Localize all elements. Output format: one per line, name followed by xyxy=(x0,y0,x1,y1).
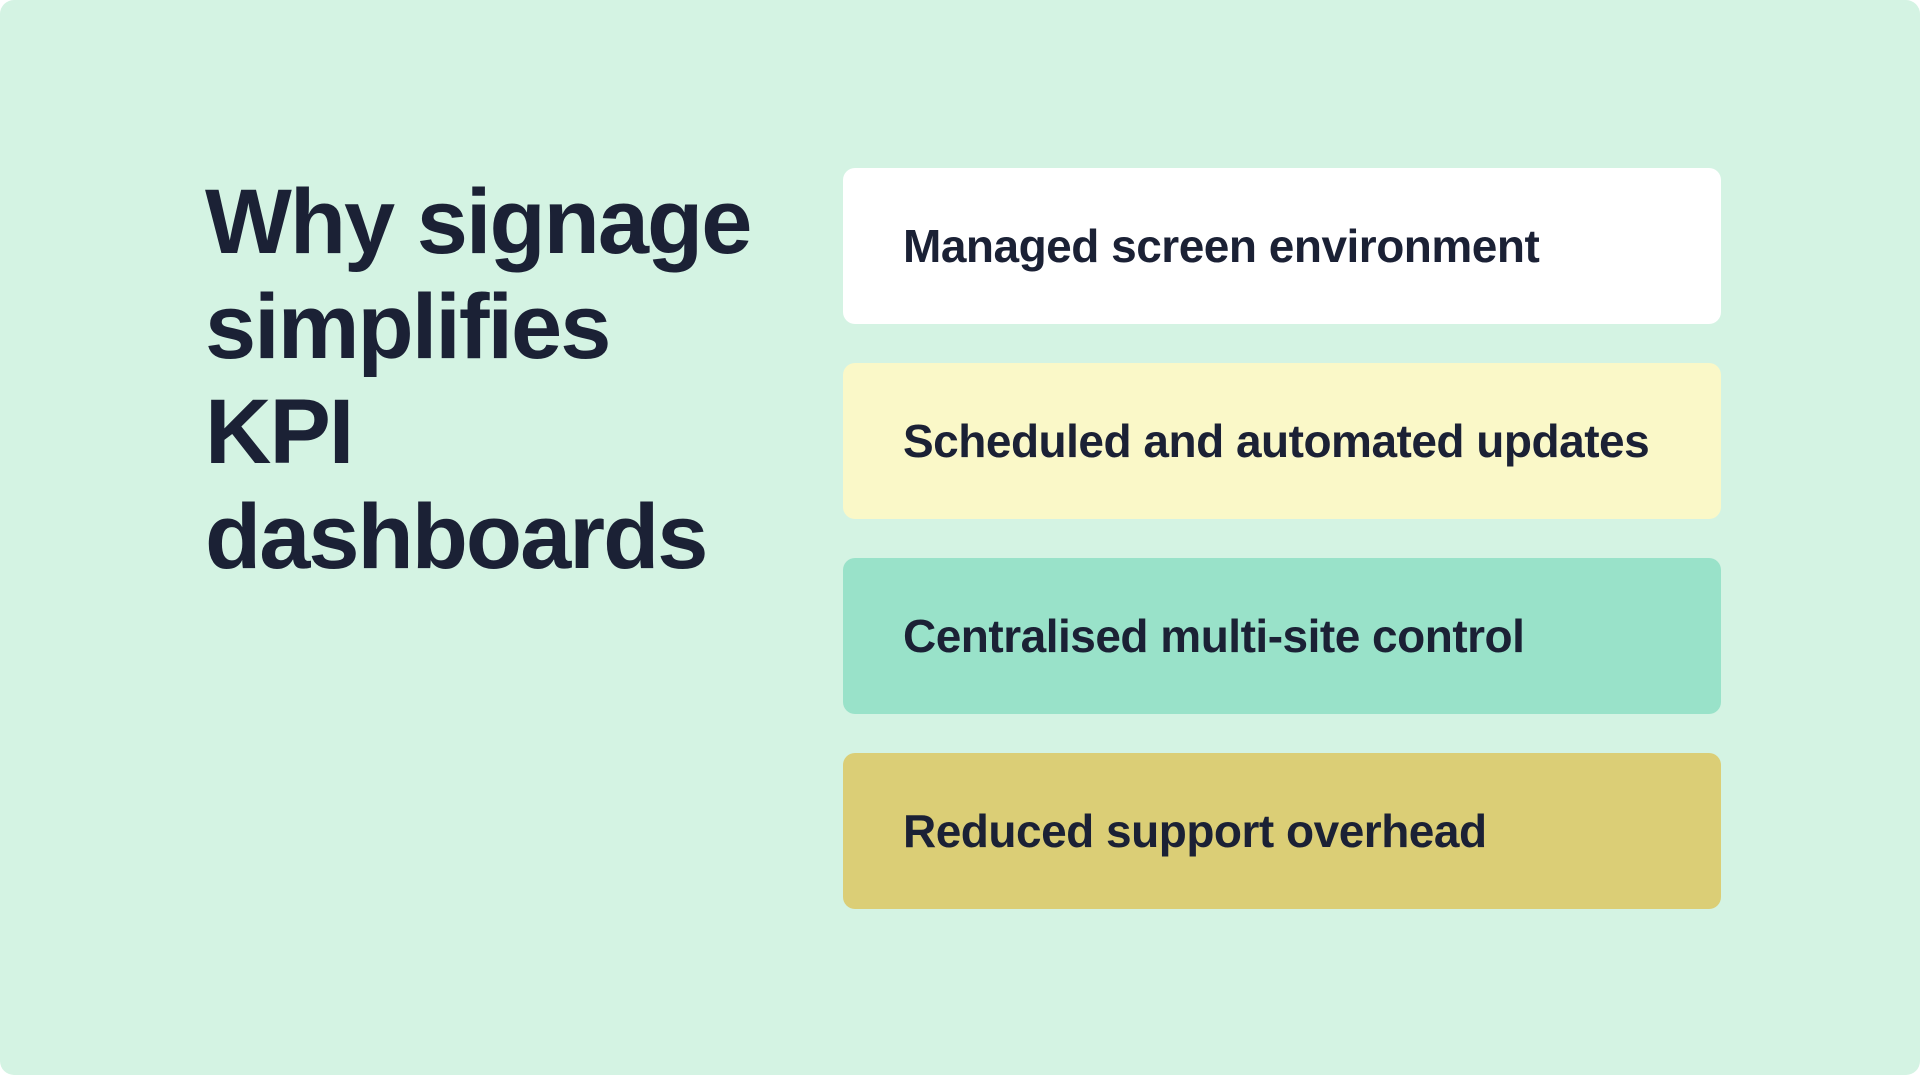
card-label: Reduced support overhead xyxy=(903,805,1487,857)
title-line: simplifies xyxy=(205,276,611,378)
card-managed-screen-environment: Managed screen environment xyxy=(843,168,1721,324)
title-line: Why signage xyxy=(205,171,752,273)
card-reduced-support-overhead: Reduced support overhead xyxy=(843,753,1721,909)
card-label: Scheduled and automated updates xyxy=(903,415,1650,467)
page-title: Why signage simplifies KPI dashboards xyxy=(205,170,752,590)
benefit-card-list: Managed screen environment Scheduled and… xyxy=(843,168,1721,909)
title-line: KPI xyxy=(205,381,354,483)
card-centralised-multi-site-control: Centralised multi-site control xyxy=(843,558,1721,714)
card-scheduled-automated-updates: Scheduled and automated updates xyxy=(843,363,1721,519)
card-label: Centralised multi-site control xyxy=(903,610,1525,662)
title-line: dashboards xyxy=(205,486,708,588)
card-label: Managed screen environment xyxy=(903,220,1540,272)
